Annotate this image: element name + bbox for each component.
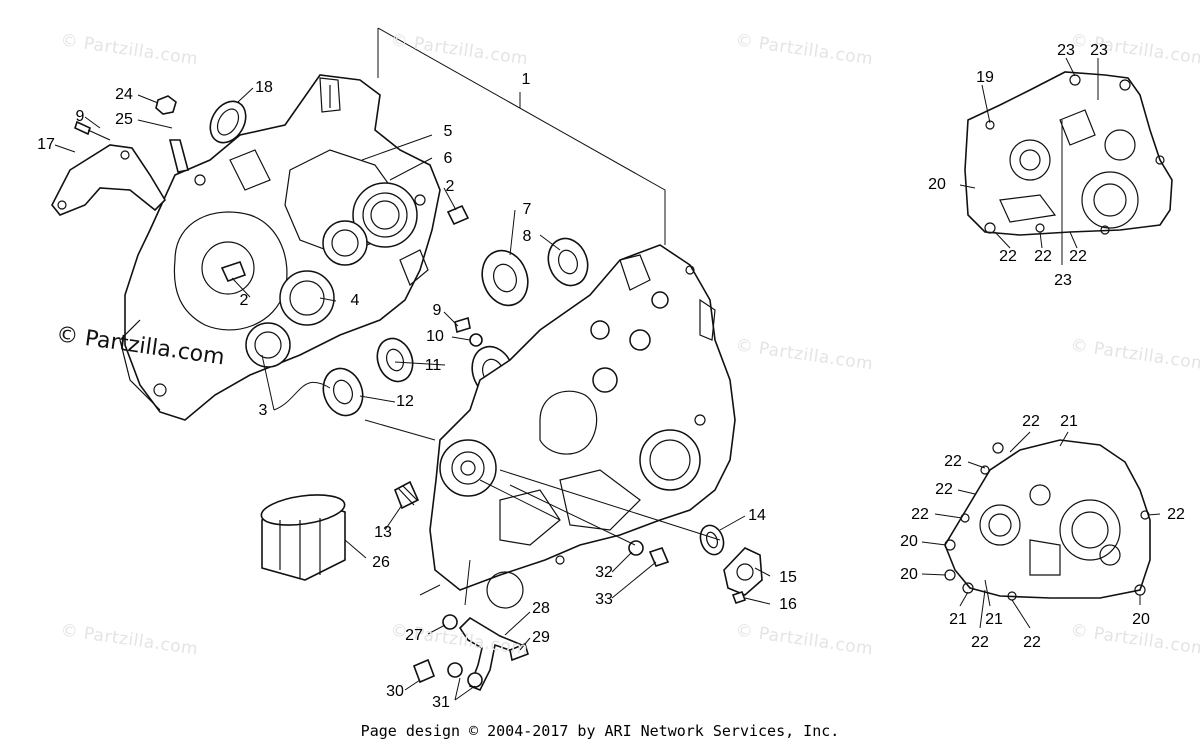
oil-line-parts [412, 614, 529, 692]
callout-23: 23 [1054, 272, 1072, 289]
callout-23: 23 [1090, 42, 1108, 59]
callout-32: 32 [595, 564, 613, 581]
callout-22: 22 [944, 453, 962, 470]
callout-22: 22 [999, 248, 1017, 265]
callout-16: 16 [779, 596, 797, 613]
callout-6: 6 [443, 150, 453, 167]
callout-20: 20 [1132, 611, 1150, 628]
callout-8: 8 [522, 228, 532, 245]
callout-19: 19 [976, 69, 994, 86]
callout-22: 22 [1167, 506, 1185, 523]
callout-1: 1 [521, 71, 531, 88]
copyright-footer: Page design © 2004-2017 by ARI Network S… [360, 722, 840, 740]
oil-filter [260, 480, 420, 581]
bracket-17 [51, 144, 167, 216]
callout-33: 33 [595, 591, 613, 608]
callout-30: 30 [386, 683, 404, 700]
left-crankcase-half [119, 74, 441, 421]
callout-14: 14 [748, 507, 766, 524]
small-hardware-left [74, 95, 470, 282]
callout-25: 25 [115, 111, 133, 128]
callout-10: 10 [426, 328, 444, 345]
callout-20: 20 [900, 566, 918, 583]
callout-17: 17 [37, 136, 55, 153]
callout-22: 22 [1022, 413, 1040, 430]
callout-21: 21 [949, 611, 967, 628]
callout-20: 20 [900, 533, 918, 550]
callout-23: 23 [1057, 42, 1075, 59]
callout-26: 26 [372, 554, 390, 571]
callout-13: 13 [374, 524, 392, 541]
callout-22: 22 [1023, 634, 1041, 651]
callout-22: 22 [1069, 248, 1087, 265]
callout-21: 21 [1060, 413, 1078, 430]
cover-plate-parts [628, 524, 763, 605]
right-crankcase-half [429, 244, 736, 609]
callout-18: 18 [255, 79, 273, 96]
callout-15: 15 [779, 569, 797, 586]
callout-31: 31 [432, 694, 450, 711]
callout-24: 24 [115, 86, 133, 103]
callout-22: 22 [971, 634, 989, 651]
callout-7: 7 [522, 201, 532, 218]
callout-28: 28 [532, 600, 550, 617]
callout-2: 2 [239, 292, 249, 309]
callout-27: 27 [405, 627, 423, 644]
callout-22: 22 [935, 481, 953, 498]
callout-22: 22 [911, 506, 929, 523]
callout-9: 9 [432, 302, 442, 319]
callout-11: 11 [424, 357, 442, 374]
assembly-bracket [377, 27, 666, 245]
callout-5: 5 [443, 123, 453, 140]
callout-12: 12 [396, 393, 414, 410]
callout-4: 4 [350, 292, 360, 309]
callout-22: 22 [1034, 248, 1052, 265]
callout-20: 20 [928, 176, 946, 193]
callout-21: 21 [985, 611, 1003, 628]
leader-lines [54, 87, 771, 701]
callout-2: 2 [445, 178, 455, 195]
callout-3: 3 [258, 402, 268, 419]
inset-upper-right-case [959, 57, 1173, 265]
callout-9: 9 [75, 108, 85, 125]
callout-29: 29 [532, 629, 550, 646]
inset-lower-right-case [921, 431, 1161, 629]
